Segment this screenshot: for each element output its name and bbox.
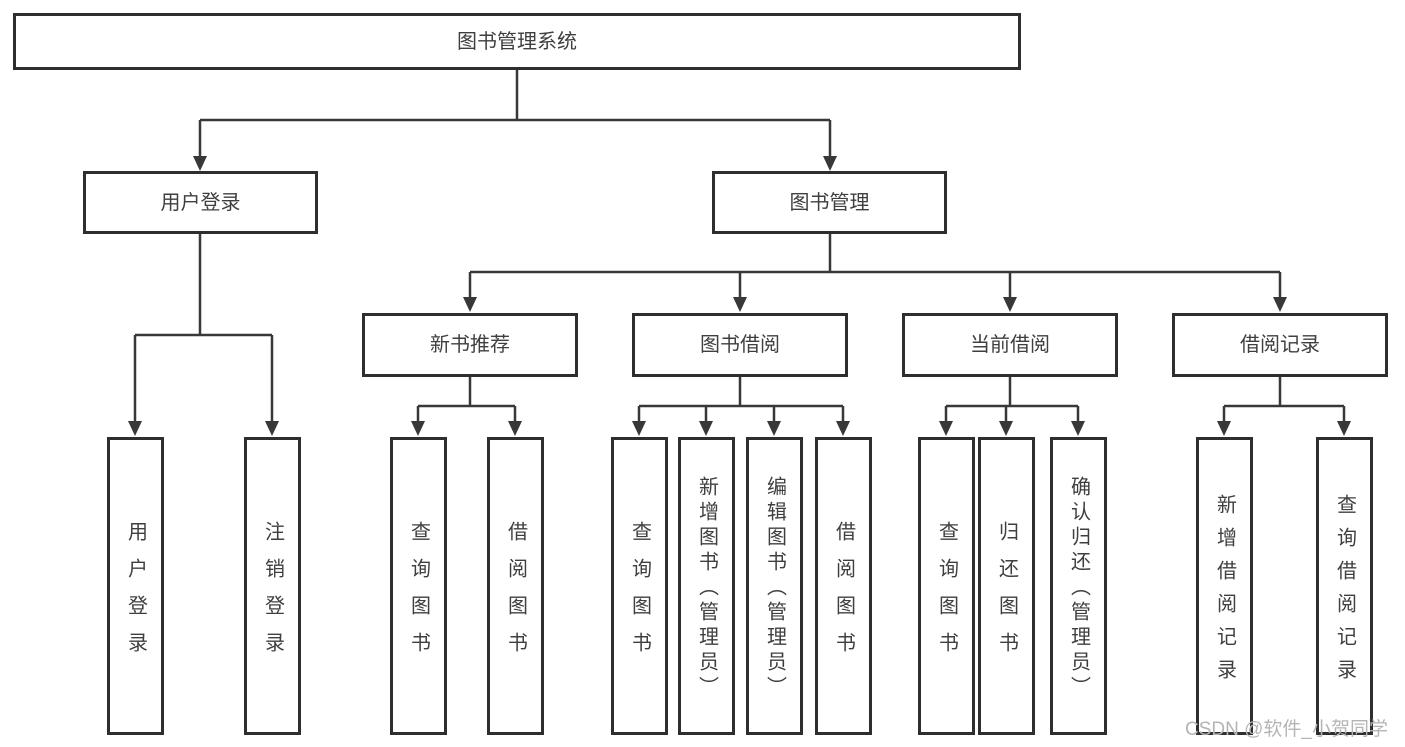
node-new-book-recommend-label: 新书推荐 — [430, 334, 510, 356]
leaf-query-borrow-record: 查询借阅记录 — [1316, 437, 1373, 735]
leaf-return-books: 归还图书 — [978, 437, 1035, 735]
leaf-confirm-return-admin: 确认归还（管理员） — [1050, 437, 1107, 735]
leaf-user-login: 用户登录 — [107, 437, 164, 735]
leaf-query-books-current: 查询图书 — [918, 437, 975, 735]
leaf-edit-books-admin: 编辑图书（管理员） — [746, 437, 803, 735]
leaf-add-books-admin-label: 新增图书（管理员） — [695, 476, 718, 701]
node-book-borrowing-label: 图书借阅 — [700, 334, 780, 356]
node-user-login: 用户登录 — [83, 171, 318, 234]
node-root: 图书管理系统 — [13, 13, 1021, 70]
leaf-user-login-label: 用户登录 — [124, 520, 147, 669]
leaf-return-books-label: 归还图书 — [995, 520, 1018, 669]
node-borrowing-records-label: 借阅记录 — [1240, 334, 1320, 356]
leaf-edit-books-admin-label: 编辑图书（管理员） — [763, 476, 786, 701]
leaf-query-books-borrowing-label: 查询图书 — [628, 520, 651, 669]
leaf-borrow-books-recommend-label: 借阅图书 — [504, 520, 527, 669]
node-user-login-label: 用户登录 — [160, 191, 241, 214]
leaf-query-books-borrowing: 查询图书 — [611, 437, 668, 735]
connector-lines — [133, 70, 1346, 425]
leaf-logout: 注销登录 — [244, 437, 301, 735]
node-current-borrowing: 当前借阅 — [902, 313, 1118, 377]
node-borrowing-records: 借阅记录 — [1172, 313, 1388, 377]
node-root-label: 图书管理系统 — [457, 30, 577, 53]
leaf-logout-label: 注销登录 — [261, 520, 284, 669]
node-book-borrowing: 图书借阅 — [632, 313, 848, 377]
leaf-add-borrow-record: 新增借阅记录 — [1196, 437, 1253, 735]
leaf-add-books-admin: 新增图书（管理员） — [678, 437, 735, 735]
leaf-borrow-books-recommend: 借阅图书 — [487, 437, 544, 735]
leaf-add-borrow-record-label: 新增借阅记录 — [1213, 493, 1236, 692]
leaf-query-books-recommend-label: 查询图书 — [407, 520, 430, 669]
node-book-management-label: 图书管理 — [789, 191, 870, 214]
leaf-borrow-books-label: 借阅图书 — [832, 520, 855, 669]
node-book-management: 图书管理 — [712, 171, 947, 234]
csdn-watermark: CSDN @软件_小贺同学 — [1185, 719, 1388, 740]
arrowhead-icons — [128, 156, 1351, 436]
leaf-borrow-books: 借阅图书 — [815, 437, 872, 735]
node-current-borrowing-label: 当前借阅 — [970, 334, 1050, 356]
leaf-query-borrow-record-label: 查询借阅记录 — [1333, 493, 1356, 692]
node-new-book-recommend: 新书推荐 — [362, 313, 578, 377]
leaf-query-books-recommend: 查询图书 — [390, 437, 447, 735]
leaf-query-books-current-label: 查询图书 — [935, 520, 958, 669]
leaf-confirm-return-admin-label: 确认归还（管理员） — [1067, 476, 1090, 701]
